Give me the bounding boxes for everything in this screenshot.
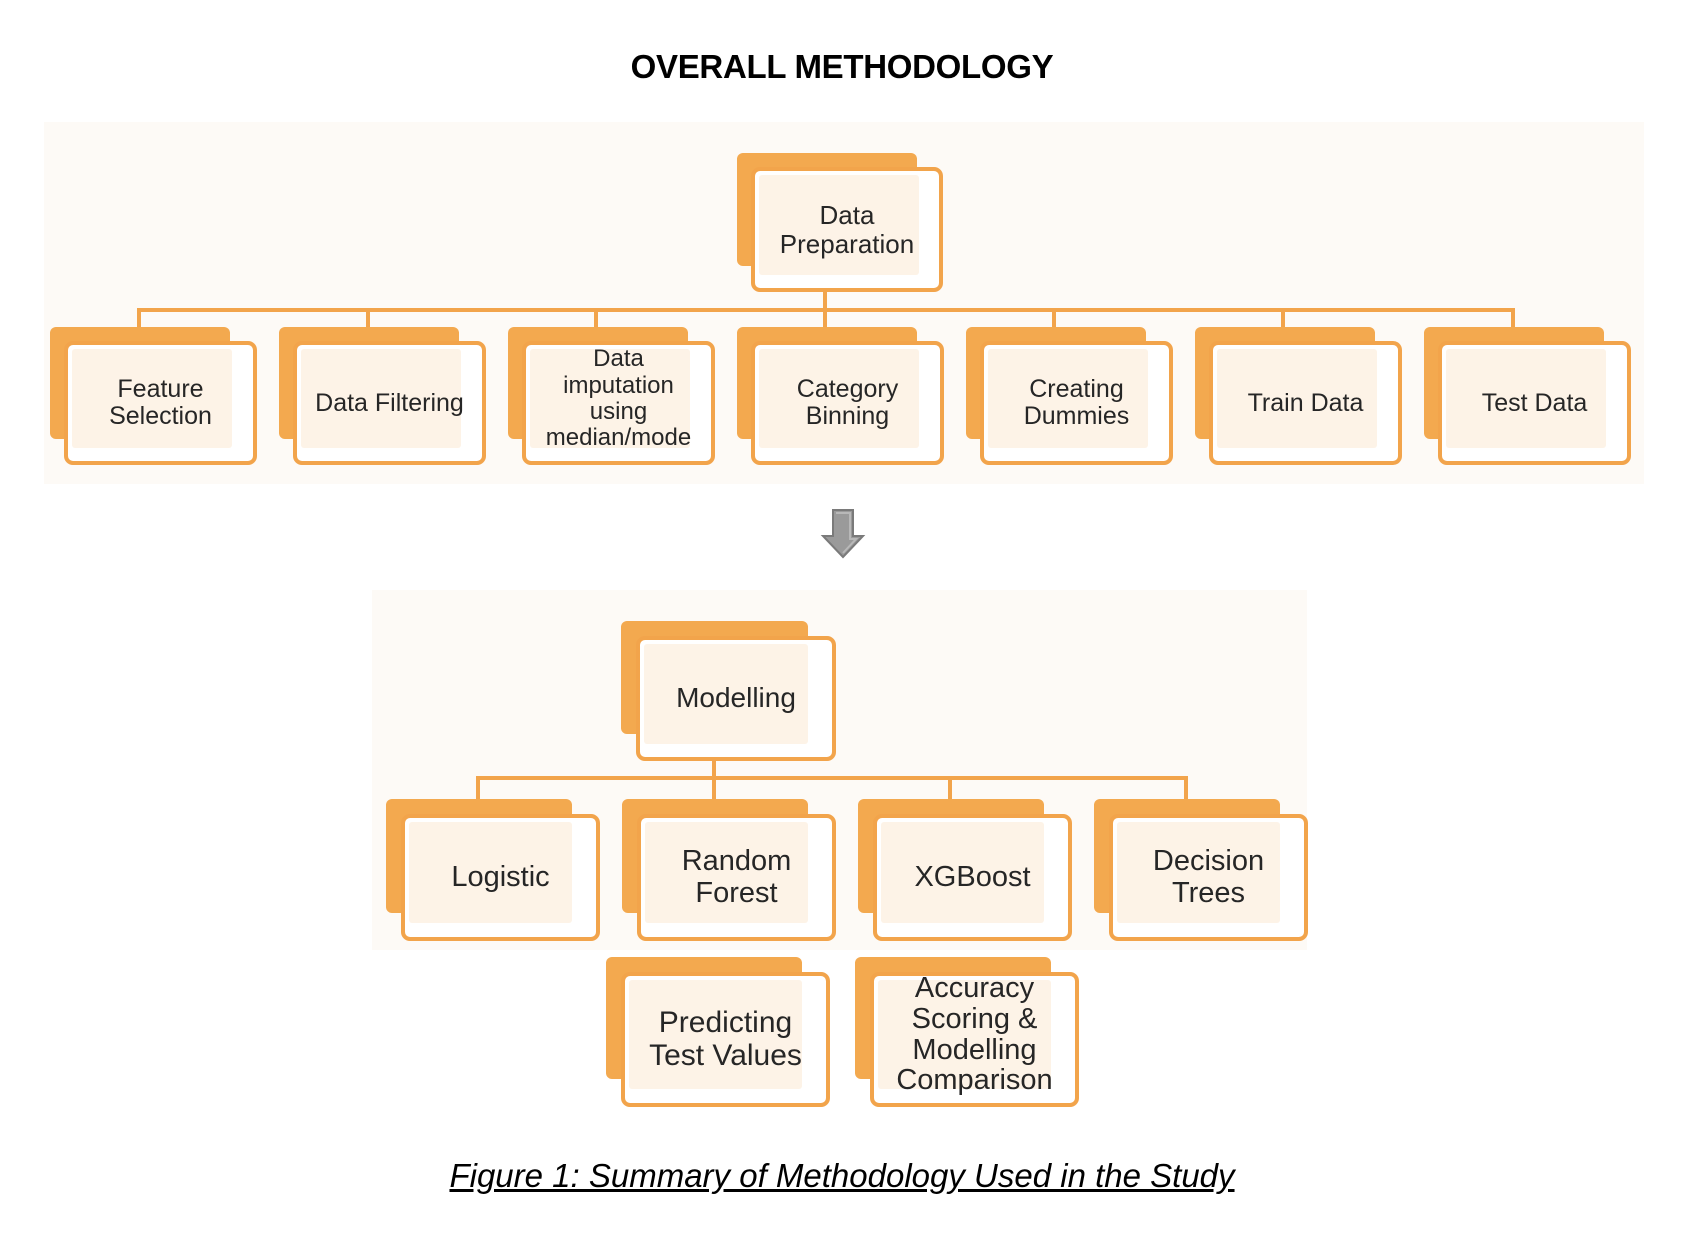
- train-data-label: Train Data: [1247, 388, 1364, 417]
- predicting-test-values-label: Predicting Test Values: [649, 1006, 802, 1072]
- feature-selection-node: Feature Selection: [50, 327, 257, 465]
- data-filtering-node: Data Filtering: [279, 327, 486, 465]
- modelling-label: Modelling: [676, 682, 796, 714]
- test-data-node: Test Data: [1424, 327, 1631, 465]
- random-forest-label: Random Forest: [681, 845, 792, 909]
- figure-caption: Figure 1: Summary of Methodology Used in…: [449, 1157, 1235, 1194]
- accuracy-scoring-node: Accuracy Scoring & Modelling Comparison: [855, 957, 1079, 1107]
- creating-dummies-label: Creating Dummies: [1023, 375, 1130, 430]
- data-preparation-node: Data Preparation: [737, 153, 943, 292]
- creating-dummies-node: Creating Dummies: [966, 327, 1173, 465]
- predicting-test-values-node: Predicting Test Values: [606, 957, 830, 1107]
- down-arrow-icon: [820, 509, 866, 559]
- logistic-node: Logistic: [386, 799, 600, 941]
- modelling-node: Modelling: [621, 621, 836, 761]
- accuracy-scoring-label: Accuracy Scoring & Modelling Comparison: [896, 972, 1053, 1097]
- data-imputation-node: Data imputation using median/mode: [508, 327, 715, 465]
- decision-trees-node: Decision Trees: [1094, 799, 1308, 941]
- logistic-label: Logistic: [451, 860, 550, 893]
- category-binning-label: Category Binning: [796, 375, 899, 430]
- data-imputation-label: Data imputation using median/mode: [545, 345, 692, 452]
- xgboost-node: XGBoost: [858, 799, 1072, 941]
- test-data-label: Test Data: [1481, 388, 1588, 417]
- feature-selection-label: Feature Selection: [109, 375, 212, 430]
- category-binning-node: Category Binning: [737, 327, 944, 465]
- figure-title: OVERALL METHODOLOGY: [630, 48, 1054, 85]
- decision-trees-label: Decision Trees: [1152, 845, 1265, 909]
- data-preparation-label: Data Preparation: [779, 200, 915, 259]
- xgboost-label: XGBoost: [914, 860, 1031, 893]
- data-filtering-label: Data Filtering: [315, 388, 464, 417]
- random-forest-node: Random Forest: [622, 799, 836, 941]
- train-data-node: Train Data: [1195, 327, 1402, 465]
